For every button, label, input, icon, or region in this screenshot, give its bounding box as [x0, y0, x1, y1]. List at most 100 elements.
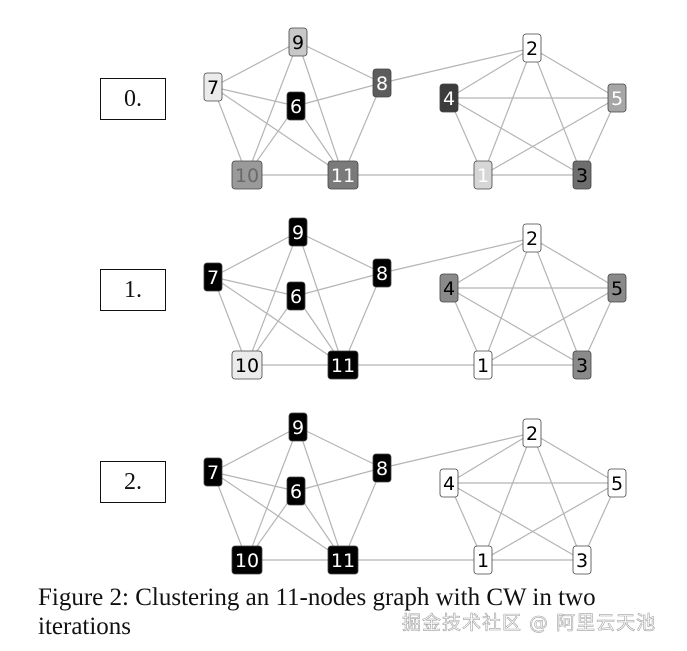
- node-label: 8: [376, 458, 388, 480]
- node-box: [286, 281, 306, 311]
- node-11: 11: [327, 545, 359, 575]
- node-3: 3: [572, 160, 592, 190]
- node-5: 5: [607, 83, 627, 113]
- edge-9-10: [246, 426, 299, 561]
- node-box: [439, 83, 459, 113]
- node-label: 4: [443, 278, 455, 300]
- node-box: [327, 350, 359, 380]
- iteration-label-0: 0.: [100, 78, 166, 120]
- node-label: 7: [207, 77, 219, 99]
- node-1: 1: [473, 160, 493, 190]
- node-1: 1: [473, 350, 493, 380]
- node-label: 9: [292, 417, 304, 439]
- node-label: 8: [376, 73, 388, 95]
- node-4: 4: [439, 273, 459, 303]
- edge-8-11: [342, 467, 383, 561]
- node-label: 2: [526, 38, 538, 60]
- node-box: [439, 468, 459, 498]
- node-box: [327, 545, 359, 575]
- edge-8-2: [381, 237, 533, 274]
- node-box: [288, 217, 308, 247]
- node-box: [473, 545, 493, 575]
- edge-8-11: [342, 82, 383, 176]
- node-box: [522, 33, 542, 63]
- edge-4-3: [448, 97, 583, 176]
- node-9: 9: [288, 217, 308, 247]
- edge-9-7: [212, 426, 299, 473]
- edge-9-11: [297, 231, 344, 366]
- edge-5-1: [482, 482, 618, 561]
- node-4: 4: [439, 83, 459, 113]
- node-box: [231, 160, 263, 190]
- edge-8-2: [381, 47, 533, 84]
- node-8: 8: [372, 258, 392, 288]
- node-box: [286, 476, 306, 506]
- node-box: [572, 545, 592, 575]
- edge-2-5: [531, 47, 618, 99]
- edge-5-1: [482, 287, 618, 366]
- node-box: [372, 453, 392, 483]
- node-box: [607, 468, 627, 498]
- node-2: 2: [522, 223, 542, 253]
- edge-7-10: [212, 471, 248, 561]
- node-label: 9: [292, 32, 304, 54]
- node-5: 5: [607, 273, 627, 303]
- edge-8-2: [381, 432, 533, 469]
- edge-2-1: [482, 237, 533, 366]
- node-box: [288, 27, 308, 57]
- edge-9-11: [297, 426, 344, 561]
- node-box: [439, 273, 459, 303]
- node-9: 9: [288, 27, 308, 57]
- node-8: 8: [372, 68, 392, 98]
- edge-6-8: [295, 82, 383, 107]
- node-box: [231, 350, 263, 380]
- edge-4-3: [448, 482, 583, 561]
- edge-6-8: [295, 272, 383, 297]
- watermark: 掘金技术社区 @ 阿里云天池: [402, 612, 657, 635]
- edge-5-1: [482, 97, 618, 176]
- node-8: 8: [372, 453, 392, 483]
- node-label: 2: [526, 228, 538, 250]
- edge-7-10: [212, 86, 248, 176]
- edge-7-6: [212, 471, 297, 492]
- edge-7-6: [212, 86, 297, 107]
- node-label: 7: [207, 462, 219, 484]
- edge-7-10: [212, 276, 248, 366]
- node-label: 3: [576, 355, 588, 377]
- node-box: [372, 68, 392, 98]
- edge-2-4: [448, 432, 533, 484]
- node-box: [203, 457, 223, 487]
- node-7: 7: [203, 72, 223, 102]
- node-label: 6: [290, 481, 302, 503]
- node-5: 5: [607, 468, 627, 498]
- iteration-label-1: 1.: [100, 269, 166, 311]
- node-3: 3: [572, 545, 592, 575]
- node-label: 7: [207, 267, 219, 289]
- node-box: [473, 160, 493, 190]
- node-9: 9: [288, 412, 308, 442]
- edge-9-7: [212, 231, 299, 278]
- node-3: 3: [572, 350, 592, 380]
- edge-9-8: [297, 41, 383, 84]
- node-box: [607, 273, 627, 303]
- edge-4-3: [448, 287, 583, 366]
- edge-2-1: [482, 432, 533, 561]
- node-11: 11: [327, 350, 359, 380]
- node-label: 3: [576, 550, 588, 572]
- node-label: 4: [443, 88, 455, 110]
- node-box: [572, 160, 592, 190]
- node-label: 5: [611, 278, 623, 300]
- edge-6-8: [295, 467, 383, 492]
- node-label: 6: [290, 286, 302, 308]
- edge-7-6: [212, 276, 297, 297]
- edge-2-4: [448, 237, 533, 289]
- edge-9-10: [246, 41, 299, 176]
- node-label: 11: [331, 550, 355, 572]
- edge-9-11: [297, 41, 344, 176]
- node-box: [327, 160, 359, 190]
- node-box: [607, 83, 627, 113]
